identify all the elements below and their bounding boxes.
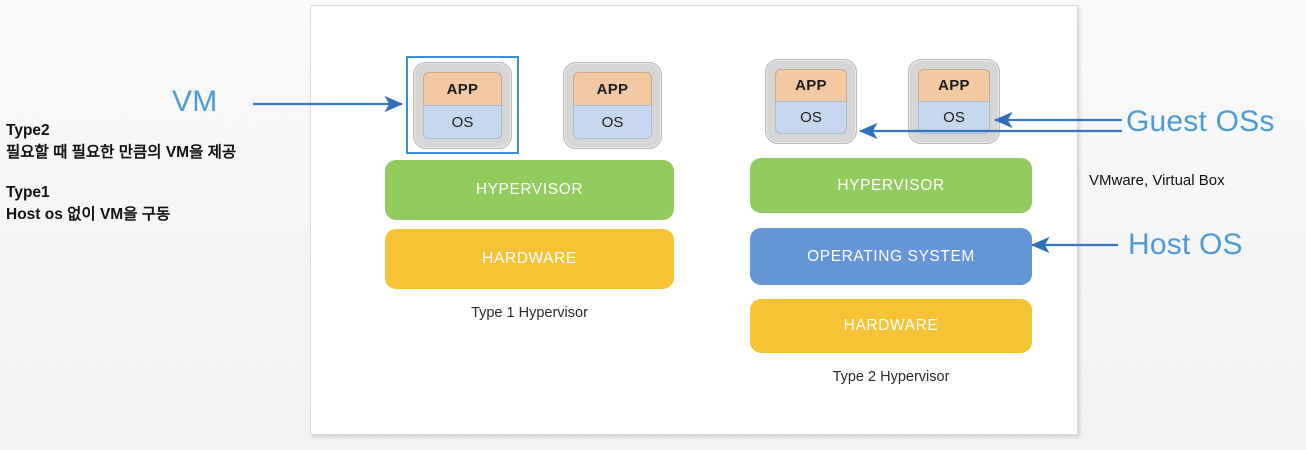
callout-label-host-os: Host OS [1128, 228, 1243, 261]
layer-hypervisor-type2: HYPERVISOR [750, 158, 1032, 213]
note-type2-body: 필요할 때 필요한 만큼의 VM을 제공 [6, 144, 237, 161]
vm-highlight-rectangle [406, 56, 519, 154]
note-type1-body: Host os 없이 VM을 구동 [6, 206, 171, 223]
note-type1: Type1 Host os 없이 VM을 구동 [6, 182, 306, 226]
vm-module-type1-1: APP OS [413, 62, 512, 149]
vm-os-box: OS [775, 101, 847, 134]
vm-os-box: OS [918, 101, 990, 134]
layer-operating-system-type2: OPERATING SYSTEM [750, 228, 1032, 285]
note-type2: Type2 필요할 때 필요한 만큼의 VM을 제공 [6, 120, 306, 164]
note-vendors: VMware, Virtual Box [1089, 172, 1225, 189]
callout-label-guest-os: Guest OSs [1126, 105, 1275, 138]
left-annotation-notes: Type2 필요할 때 필요한 만큼의 VM을 제공 Type1 Host os… [6, 120, 306, 244]
vm-module-type1-2: APP OS [563, 62, 662, 149]
layer-hypervisor-type1: HYPERVISOR [385, 160, 674, 220]
layer-hardware-type2: HARDWARE [750, 299, 1032, 353]
vm-os-box: OS [423, 105, 502, 139]
vm-os-box: OS [573, 105, 652, 139]
vm-module-type2-1: APP OS [765, 59, 857, 144]
layer-hardware-type1: HARDWARE [385, 229, 674, 289]
note-type2-title: Type2 [6, 122, 50, 139]
vm-module-type2-2: APP OS [908, 59, 1000, 144]
caption-type2-hypervisor: Type 2 Hypervisor [832, 369, 950, 385]
note-type1-title: Type1 [6, 184, 50, 201]
caption-type1-hypervisor: Type 1 Hypervisor [471, 305, 588, 321]
vm-app-box: APP [775, 69, 847, 102]
callout-label-vm: VM [172, 85, 218, 118]
vm-app-box: APP [423, 72, 502, 106]
vm-app-box: APP [573, 72, 652, 106]
vm-app-box: APP [918, 69, 990, 102]
